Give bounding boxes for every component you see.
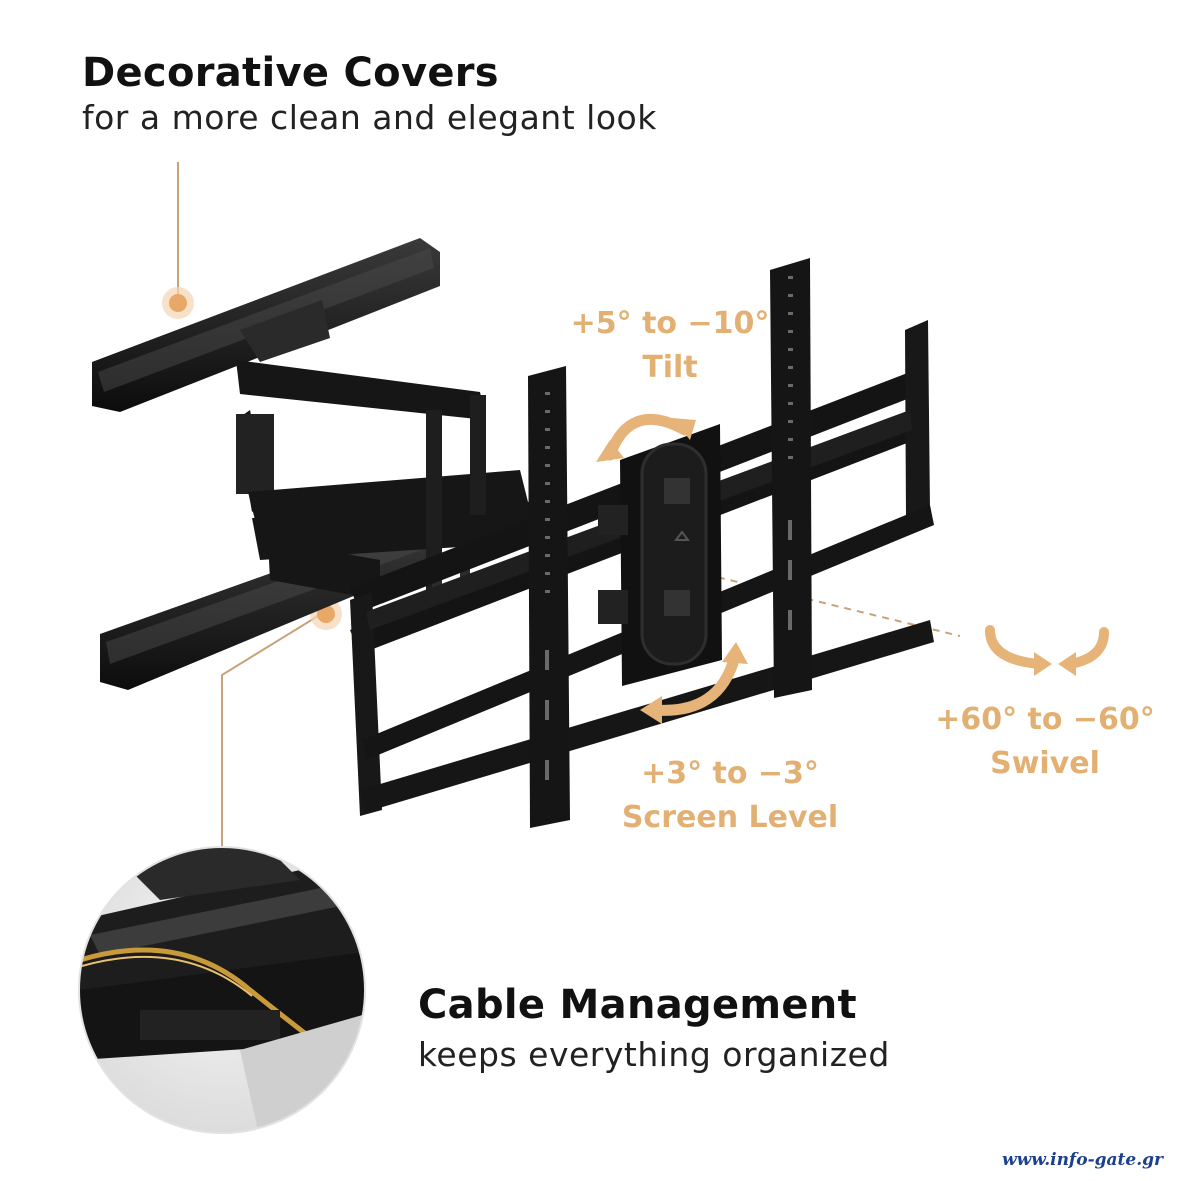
tilt-range: +5° to −10° (570, 306, 770, 341)
articulating-arms (236, 360, 566, 620)
screen-level-label: Screen Level (621, 800, 839, 835)
screen-level-range: +3° to −3° (641, 756, 819, 791)
swivel-label: Swivel (990, 746, 1100, 781)
swivel-annotation: +60° to −60° Swivel (925, 698, 1165, 786)
tilt-arrow-heads (596, 418, 696, 462)
swivel-guide-line (679, 567, 961, 637)
decorative-covers-subtitle: for a more clean and elegant look (82, 98, 657, 137)
cable-management-zoom (78, 846, 366, 1134)
decorative-covers-title: Decorative Covers (82, 50, 499, 96)
upper-cover-bar (92, 238, 440, 412)
swivel-arrow-icon (985, 625, 1109, 676)
cable-management-subtitle: keeps everything organized (418, 1035, 890, 1074)
decorative-covers-callout (162, 162, 194, 319)
watermark-text: www.info-gate.gr (1002, 1150, 1163, 1170)
screen-level-arrow-icon (640, 642, 748, 724)
tilt-annotation: +5° to −10° Tilt (560, 302, 780, 390)
tilt-arrow-icon (604, 413, 691, 461)
tilt-plate (598, 424, 722, 686)
tilt-label: Tilt (642, 350, 698, 385)
cable-management-title: Cable Management (418, 982, 857, 1028)
screen-level-annotation: +3° to −3° Screen Level (600, 752, 860, 840)
swivel-range: +60° to −60° (935, 702, 1155, 737)
